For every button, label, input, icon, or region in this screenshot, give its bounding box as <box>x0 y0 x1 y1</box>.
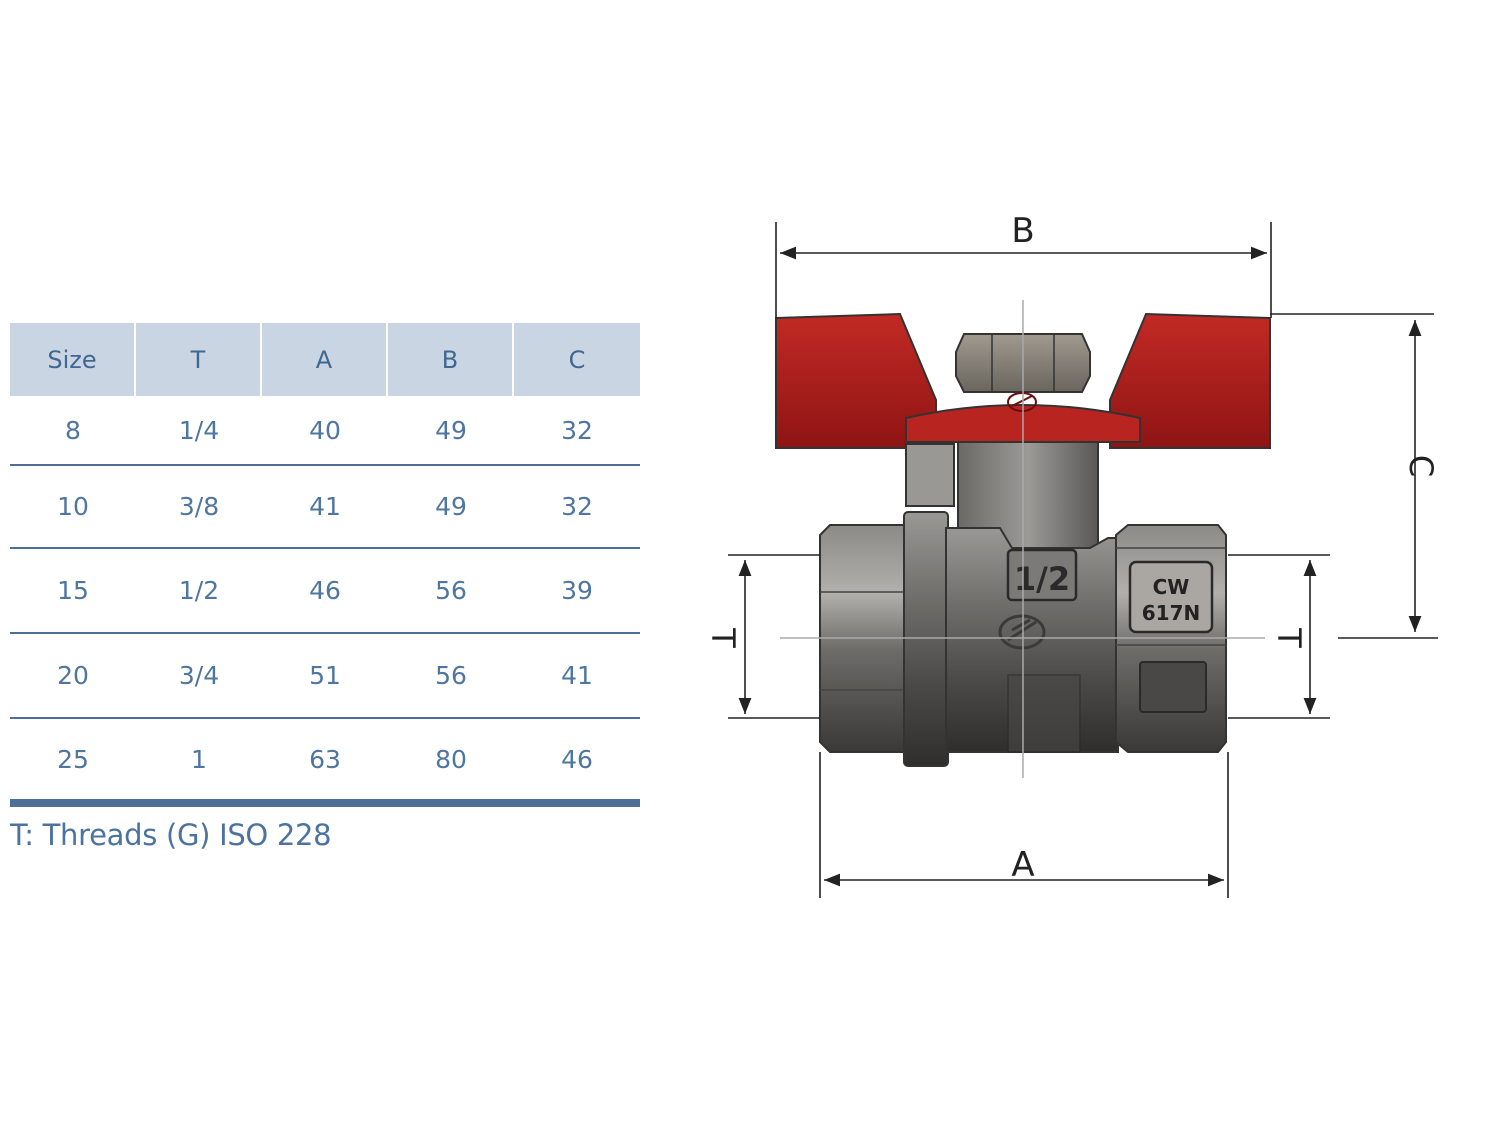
cell-size: 25 <box>10 719 136 807</box>
table-header-row: Size T A B C <box>10 323 640 396</box>
cell-c: 46 <box>514 719 640 807</box>
cell-c: 32 <box>514 396 640 466</box>
cell-a: 41 <box>262 466 388 549</box>
dimension-a <box>819 752 1229 898</box>
dimension-t-right <box>1228 554 1330 719</box>
cell-t: 1/4 <box>136 396 262 466</box>
material-marking-line1: CW <box>1153 575 1190 599</box>
threads-footnote: T: Threads (G) ISO 228 <box>10 818 332 852</box>
material-marking-line2: 617N <box>1142 601 1201 625</box>
cell-a: 51 <box>262 634 388 719</box>
cell-b: 80 <box>388 719 514 807</box>
cell-t: 1/2 <box>136 549 262 634</box>
header-b: B <box>388 323 514 396</box>
dimension-label-t-left: T <box>704 627 742 648</box>
cell-t: 3/4 <box>136 634 262 719</box>
cell-b: 56 <box>388 634 514 719</box>
dimension-label-c: C <box>1402 455 1440 477</box>
table-row: 25 1 63 80 46 <box>10 719 640 807</box>
cell-c: 32 <box>514 466 640 549</box>
header-t: T <box>136 323 262 396</box>
cell-t: 3/8 <box>136 466 262 549</box>
dimension-label-a: A <box>1011 845 1034 885</box>
dimension-label-b: B <box>1011 211 1034 251</box>
cell-a: 40 <box>262 396 388 466</box>
cell-b: 56 <box>388 549 514 634</box>
cell-size: 8 <box>10 396 136 466</box>
dimension-c <box>1270 313 1438 639</box>
cell-size: 20 <box>10 634 136 719</box>
cell-a: 46 <box>262 549 388 634</box>
brand-logo-icon <box>998 614 1046 650</box>
dimension-label-t-right: T <box>1270 627 1308 648</box>
table-row: 15 1/2 46 56 39 <box>10 549 640 634</box>
cell-a: 63 <box>262 719 388 807</box>
cell-c: 39 <box>514 549 640 634</box>
table-row: 10 3/8 41 49 32 <box>10 466 640 549</box>
header-size: Size <box>10 323 136 396</box>
cell-b: 49 <box>388 396 514 466</box>
cell-b: 49 <box>388 466 514 549</box>
header-c: C <box>514 323 640 396</box>
dimensions-table: Size T A B C 8 1/4 40 49 32 10 3/8 41 49… <box>10 323 640 807</box>
cell-size: 10 <box>10 466 136 549</box>
cell-c: 41 <box>514 634 640 719</box>
cell-size: 15 <box>10 549 136 634</box>
ball-valve-drawing: CW 617N 1/2 <box>704 211 1440 898</box>
handle-logo-icon <box>1007 392 1037 412</box>
butterfly-handle <box>775 312 1271 507</box>
dimension-b <box>775 222 1272 318</box>
dimension-t-left <box>728 554 820 719</box>
table-row: 20 3/4 51 56 41 <box>10 634 640 719</box>
center-lines <box>780 300 1265 778</box>
header-a: A <box>262 323 388 396</box>
table-row: 8 1/4 40 49 32 <box>10 396 640 466</box>
cell-t: 1 <box>136 719 262 807</box>
valve-body: CW 617N 1/2 <box>819 439 1227 767</box>
